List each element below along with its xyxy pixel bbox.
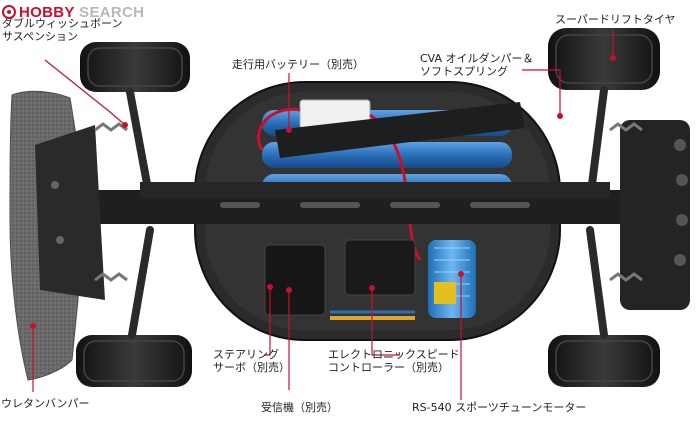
label-receiver: 受信機（別売） <box>261 401 338 414</box>
label-urethane-bumper: ウレタンバンパー <box>1 397 90 410</box>
logo-text: HOBBY SEARCH <box>19 3 145 21</box>
watermark-logo: HOBBY SEARCH <box>2 3 144 21</box>
tire-rear-right <box>548 335 660 387</box>
battery-strap <box>275 102 525 158</box>
label-double-wishbone: ダブルウィッシュボーン サスペンション <box>2 17 123 43</box>
label-esc: エレクトロニックスピード コントローラー（別売） <box>328 348 460 374</box>
front-bumper-brace <box>35 125 105 300</box>
receiver-unit <box>264 244 326 316</box>
label-motor: RS-540 スポーツチューンモーター <box>412 401 587 414</box>
label-steering-servo: ステアリング サーボ（別売） <box>213 348 290 374</box>
callout-lines <box>32 30 614 400</box>
logo-mark-icon <box>2 5 16 19</box>
tire-front-right <box>548 28 660 90</box>
main-chassis-beam <box>75 182 675 224</box>
label-cva-damper: CVA オイルダンパー＆ ソフトスプリング <box>420 52 534 78</box>
label-drift-tire: スーパードリフトタイヤ <box>555 13 676 26</box>
tire-front-left <box>80 42 190 92</box>
label-battery: 走行用バッテリー（別売） <box>232 58 364 71</box>
callout-dots <box>30 55 616 329</box>
tire-rear-left <box>76 335 192 387</box>
damper-springs <box>94 122 643 282</box>
motor <box>428 240 476 318</box>
esc-unit <box>344 239 416 296</box>
rear-bumper-brace <box>620 120 690 310</box>
